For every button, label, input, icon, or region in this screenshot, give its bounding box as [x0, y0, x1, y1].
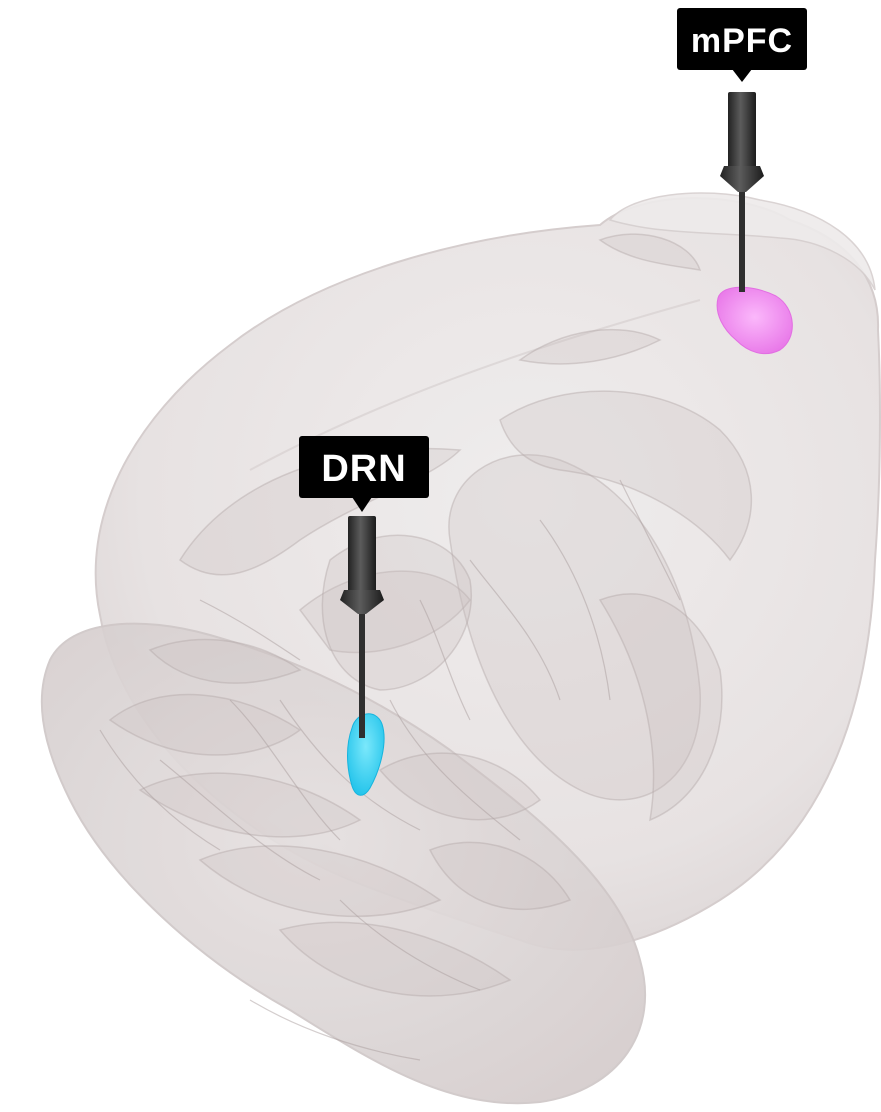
drn-label-text: DRN	[321, 448, 406, 490]
mpfc-label-text: mPFC	[691, 22, 793, 60]
mpfc-label: mPFC	[677, 8, 807, 82]
